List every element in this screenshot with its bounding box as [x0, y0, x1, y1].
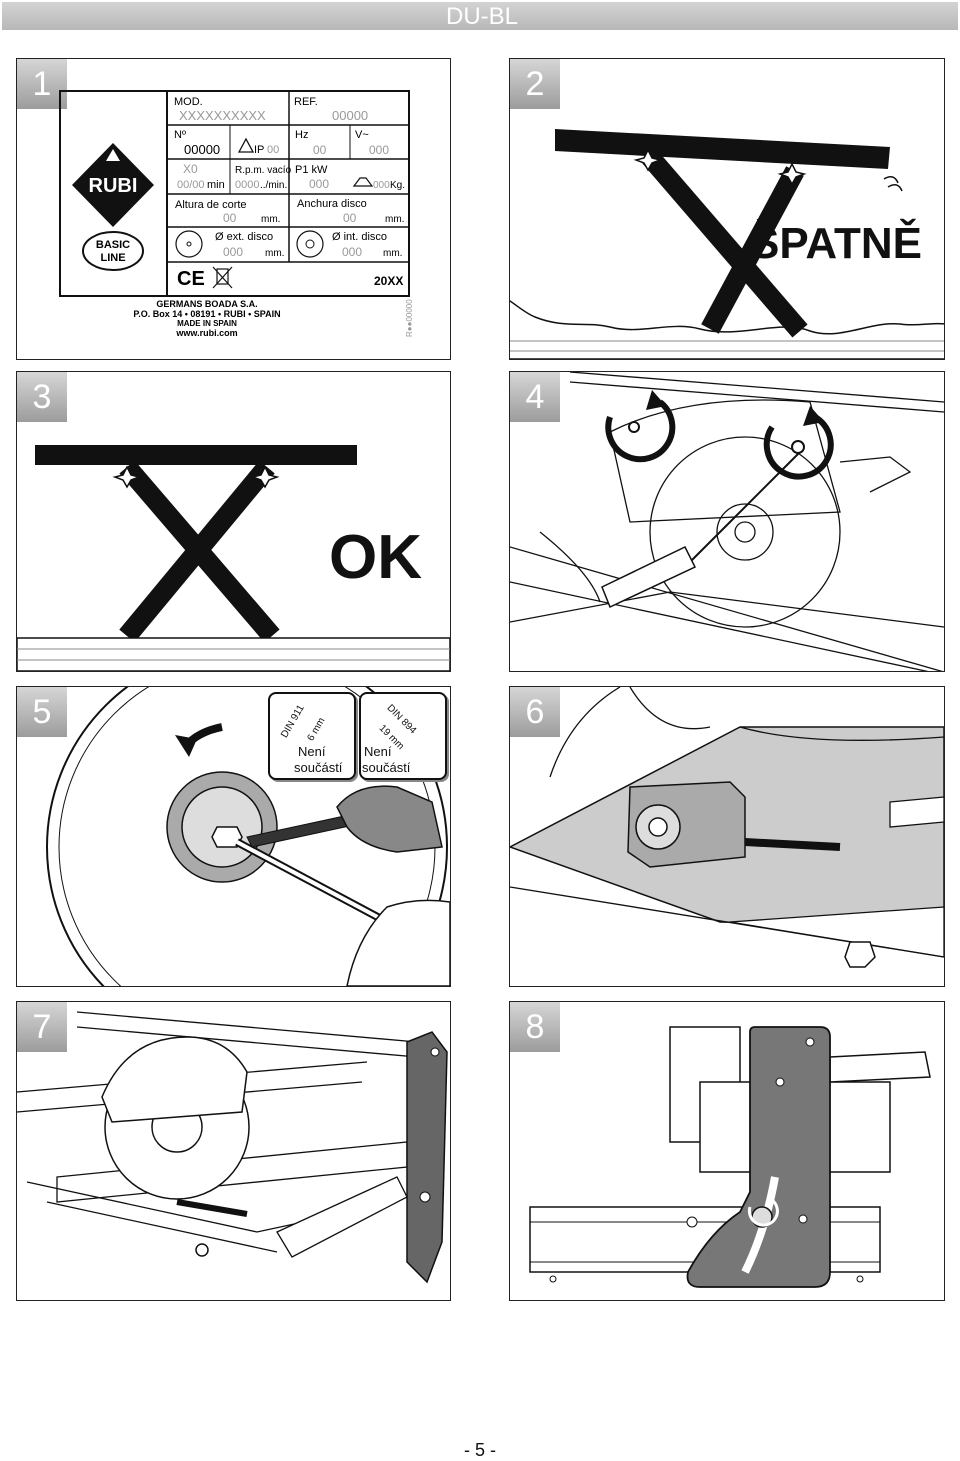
- guard-screws-drawing: [510, 372, 944, 671]
- header-bar: DU-BL: [2, 2, 958, 30]
- svg-text:00000: 00000: [184, 142, 220, 157]
- svg-text:BASIC: BASIC: [96, 239, 130, 251]
- hex-key-din: DIN 911: [279, 703, 307, 740]
- svg-text:00: 00: [223, 211, 237, 225]
- step-number-7: 7: [17, 1002, 67, 1052]
- panel-2-wrong-stand: 2 ŠPATNĚ: [509, 58, 945, 360]
- svg-text:REF.: REF.: [294, 96, 318, 108]
- step-number-1: 1: [17, 59, 67, 109]
- hex-key-note-1: Není: [298, 744, 326, 759]
- uneven-stand-drawing: [510, 129, 944, 359]
- svg-text:Ø int. disco: Ø int. disco: [332, 231, 387, 243]
- svg-text:000: 000: [373, 180, 390, 191]
- panel-1-rating-plate: 1 RUBI BASIC LINE MOD. XXXXXXXXXX REF. 0…: [16, 58, 451, 360]
- ok-label: OK: [329, 523, 422, 592]
- svg-text:LINE: LINE: [100, 252, 125, 264]
- panel-5-disc-removal: 5 DIN 911 6 mm Není součástí DIN 894 19 …: [16, 686, 451, 987]
- svg-text:00000: 00000: [332, 108, 368, 123]
- svg-text:Hz: Hz: [295, 129, 308, 141]
- wrench-note-1: Není: [364, 744, 392, 759]
- motor-box-drawing: [510, 687, 944, 968]
- rubi-logo: RUBI: [72, 143, 154, 227]
- step-number-3: 3: [17, 372, 67, 422]
- step-number-6: 6: [510, 687, 560, 737]
- page-number: - 5 -: [463, 1440, 496, 1460]
- panel-4-guard-screws: 4: [509, 371, 945, 672]
- svg-text:000: 000: [369, 143, 389, 157]
- wrong-label: ŠPATNĚ: [750, 219, 922, 268]
- svg-text:V~: V~: [355, 129, 369, 141]
- svg-text:X0: X0: [183, 162, 198, 176]
- weight-icon: [352, 177, 374, 187]
- svg-text:P.O. Box 14 • 08191 • RUBI • S: P.O. Box 14 • 08191 • RUBI • SPAIN: [133, 309, 280, 319]
- level-stand-drawing: [17, 445, 450, 671]
- svg-text:MADE IN SPAIN: MADE IN SPAIN: [177, 319, 237, 328]
- svg-text:000: 000: [342, 245, 362, 259]
- svg-text:CE: CE: [177, 268, 205, 290]
- svg-text:000: 000: [223, 245, 243, 259]
- hex-key-note-2: součástí: [294, 760, 343, 775]
- side-plate-drawing: [529, 1026, 931, 1288]
- hex-key-size: 6 mm: [305, 715, 328, 744]
- svg-text:www.rubi.com: www.rubi.com: [175, 328, 237, 338]
- disc-inner-icon: [296, 230, 324, 258]
- svg-text:mm.: mm.: [265, 248, 284, 259]
- svg-text:000: 000: [309, 177, 329, 191]
- svg-text:00: 00: [313, 143, 327, 157]
- svg-text:IP: IP: [254, 144, 264, 156]
- disc-outer-icon: [175, 230, 203, 258]
- hex-key-callout: DIN 911 6 mm Není součástí: [268, 692, 356, 780]
- basic-line-badge: BASIC LINE: [82, 231, 144, 271]
- svg-text:Ø ext. disco: Ø ext. disco: [215, 231, 273, 243]
- warning-icon: [237, 137, 255, 153]
- svg-text:Nº: Nº: [174, 129, 186, 141]
- cutting-head-drawing: [17, 1011, 448, 1284]
- svg-text:Kg.: Kg.: [390, 180, 405, 191]
- rating-plate-drawing: RUBI BASIC LINE MOD. XXXXXXXXXX REF. 000…: [59, 90, 414, 338]
- svg-text:00: 00: [343, 211, 357, 225]
- wrench-callout: DIN 894 19 mm Není součástí: [359, 692, 447, 780]
- svg-text:00: 00: [267, 144, 279, 156]
- svg-text:XXXXXXXXXX: XXXXXXXXXX: [179, 108, 266, 123]
- svg-text:mm.: mm.: [383, 248, 402, 259]
- panel-7-cutting-head: 7: [16, 1001, 451, 1301]
- panel-3-correct-stand: 3 OK: [16, 371, 451, 672]
- svg-text:Anchura disco: Anchura disco: [297, 198, 367, 210]
- svg-text:mm.: mm.: [385, 214, 404, 225]
- step-number-4: 4: [510, 372, 560, 422]
- svg-text:MOD.: MOD.: [174, 96, 203, 108]
- svg-text:20XX: 20XX: [374, 274, 403, 288]
- svg-text:GERMANS BOADA S.A.: GERMANS BOADA S.A.: [156, 299, 257, 309]
- svg-text:0000: 0000: [235, 179, 259, 191]
- svg-text:mm.: mm.: [261, 214, 280, 225]
- bin-crossed-icon: [212, 266, 233, 289]
- wrench-note-2: součástí: [362, 760, 411, 775]
- panel-8-side-plate: 8: [509, 1001, 945, 1301]
- step-number-2: 2: [510, 59, 560, 109]
- panel-6-motor-box: 6: [509, 686, 945, 987]
- svg-text:../min.: ../min.: [260, 180, 287, 191]
- step-number-5: 5: [17, 687, 67, 737]
- svg-text:R●●00000: R●●00000: [405, 299, 414, 337]
- svg-text:00/00: 00/00: [177, 179, 205, 191]
- svg-text:R.p.m. vacío: R.p.m. vacío: [235, 165, 292, 176]
- step-number-8: 8: [510, 1002, 560, 1052]
- document-title: DU-BL: [445, 3, 518, 30]
- svg-text:P1 kW: P1 kW: [295, 164, 328, 176]
- svg-text:min: min: [207, 179, 225, 191]
- svg-text:Altura de corte: Altura de corte: [175, 199, 247, 211]
- svg-text:RUBI: RUBI: [89, 175, 138, 197]
